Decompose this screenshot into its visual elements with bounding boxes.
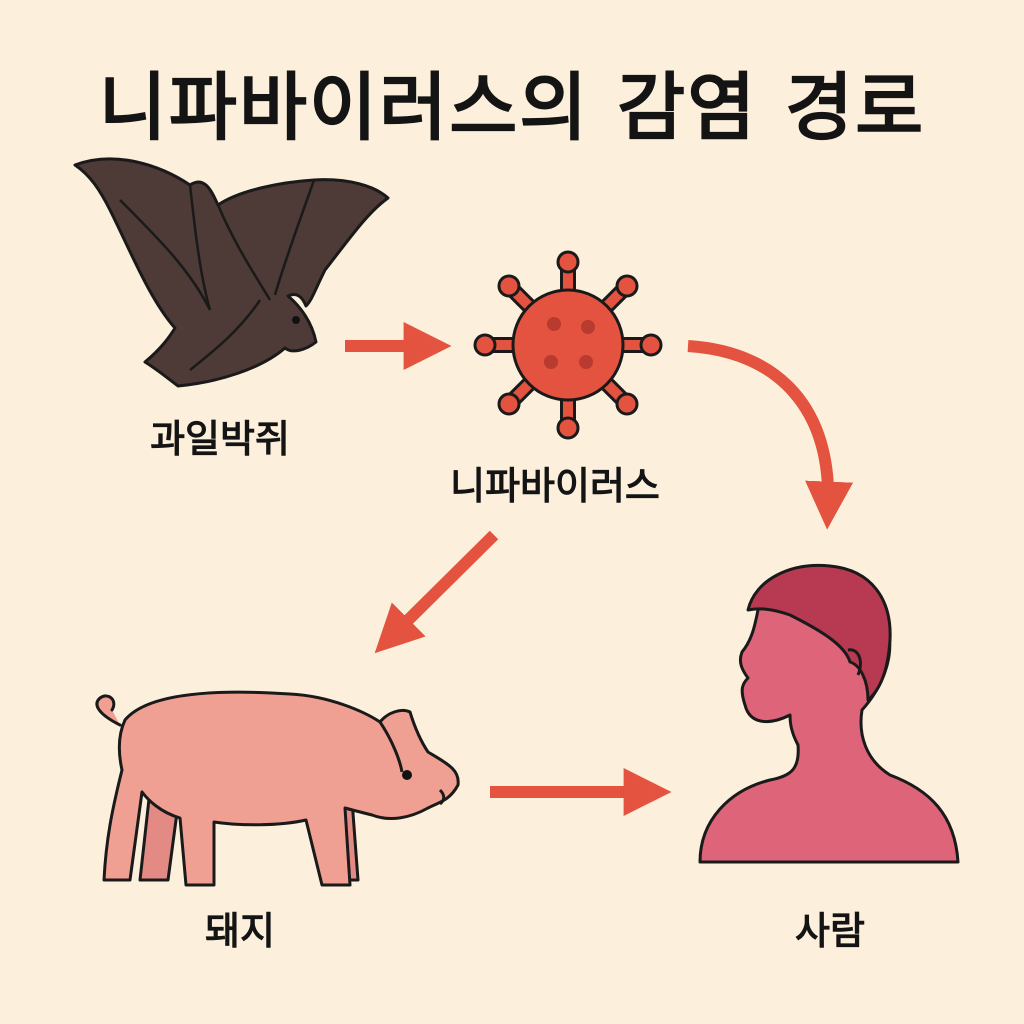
- label-virus: 니파바이러스: [450, 464, 660, 508]
- pig-icon: [95, 690, 460, 887]
- virus-icon: [473, 250, 663, 440]
- arrows: [345, 322, 854, 816]
- diagram-title: 니파바이러스의 감염 경로: [98, 65, 926, 151]
- human-icon: [698, 563, 960, 864]
- bat-icon: [73, 157, 390, 388]
- label-pig: 돼지: [205, 909, 275, 953]
- arrow-virus-to-pig: [374, 530, 499, 654]
- arrow-virus-to-human: [687, 340, 854, 530]
- label-bat: 과일박쥐: [150, 417, 290, 461]
- label-human: 사람: [795, 909, 865, 953]
